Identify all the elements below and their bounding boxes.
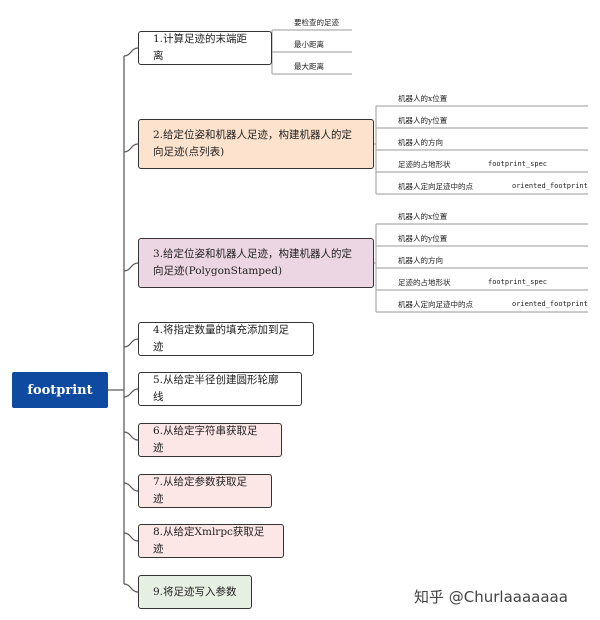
branch-node-5[interactable]: 5.从给定半径创建圆形轮廓线 [138,372,302,406]
leaf-label: 机器人的方向 [398,256,443,265]
connector-curve [123,532,139,542]
branch-label: 6.从给定字符串获取足迹 [153,425,258,454]
connector-curve [123,431,139,441]
leaf-label: 机器人的x位置 [398,94,448,103]
leaf-tag: footprint_spec [488,160,548,168]
connector-curve [123,262,139,272]
branch-node-6[interactable]: 6.从给定字符串获取足迹 [138,423,282,457]
leaf-label: 要检查的足迹 [294,18,339,27]
branch-node-9[interactable]: 9.将足迹写入参数 [138,575,252,609]
leaf-label: 最大距离 [294,62,324,71]
branch-label: 1.计算足迹的末端距离 [153,33,248,62]
connector-curve [123,482,139,492]
branch-node-8[interactable]: 8.从给定Xmlrpc获取足迹 [138,524,284,558]
leaf-label: 足迹的占地形状 [398,278,451,287]
leaf-label: 机器人的方向 [398,138,443,147]
branch-node-4[interactable]: 4.将指定数量的填充添加到足迹 [138,322,314,356]
watermark: 知乎 @Churlaaaaaaa [414,588,568,606]
branch-label: 4.将指定数量的填充添加到足迹 [153,324,290,353]
root-label: footprint [27,382,93,398]
leaf-tag: oriented_footprint [512,182,588,190]
branch-label: 2.给定位姿和机器人足迹，构建机器人的定向足迹(点列表) [153,129,353,158]
branch-label: 5.从给定半径创建圆形轮廓线 [153,374,279,403]
leaf-tag: footprint_spec [488,278,548,286]
connector-curve [123,583,139,593]
connector-curve [123,388,139,398]
leaf-label: 机器人的x位置 [398,212,448,221]
branch-label: 7.从给定参数获取足迹 [153,476,248,505]
root-node[interactable]: footprint [12,372,108,408]
branch-node-7[interactable]: 7.从给定参数获取足迹 [138,474,272,508]
branch-node-1[interactable]: 1.计算足迹的末端距离 [138,31,272,65]
leaf-label: 机器人的y位置 [398,116,448,125]
connector-curve [123,47,139,57]
leaf-label: 机器人定向足迹中的点 [398,182,473,191]
branch-label: 3.给定位姿和机器人足迹，构建机器人的定向足迹(PolygonStamped) [153,248,353,277]
leaf-label: 机器人的y位置 [398,234,448,243]
connector-curve [123,338,139,348]
branch-node-2[interactable]: 2.给定位姿和机器人足迹，构建机器人的定向足迹(点列表) [138,119,374,169]
leaf-label: 足迹的占地形状 [398,160,451,169]
connector-curve [123,143,139,153]
branch-node-3[interactable]: 3.给定位姿和机器人足迹，构建机器人的定向足迹(PolygonStamped) [138,238,374,288]
branch-label: 9.将足迹写入参数 [153,585,237,598]
leaf-tag: oriented_footprint [512,300,588,308]
leaf-label: 最小距离 [294,40,324,49]
leaf-label: 机器人定向足迹中的点 [398,300,473,309]
branch-label: 8.从给定Xmlrpc获取足迹 [153,526,265,555]
